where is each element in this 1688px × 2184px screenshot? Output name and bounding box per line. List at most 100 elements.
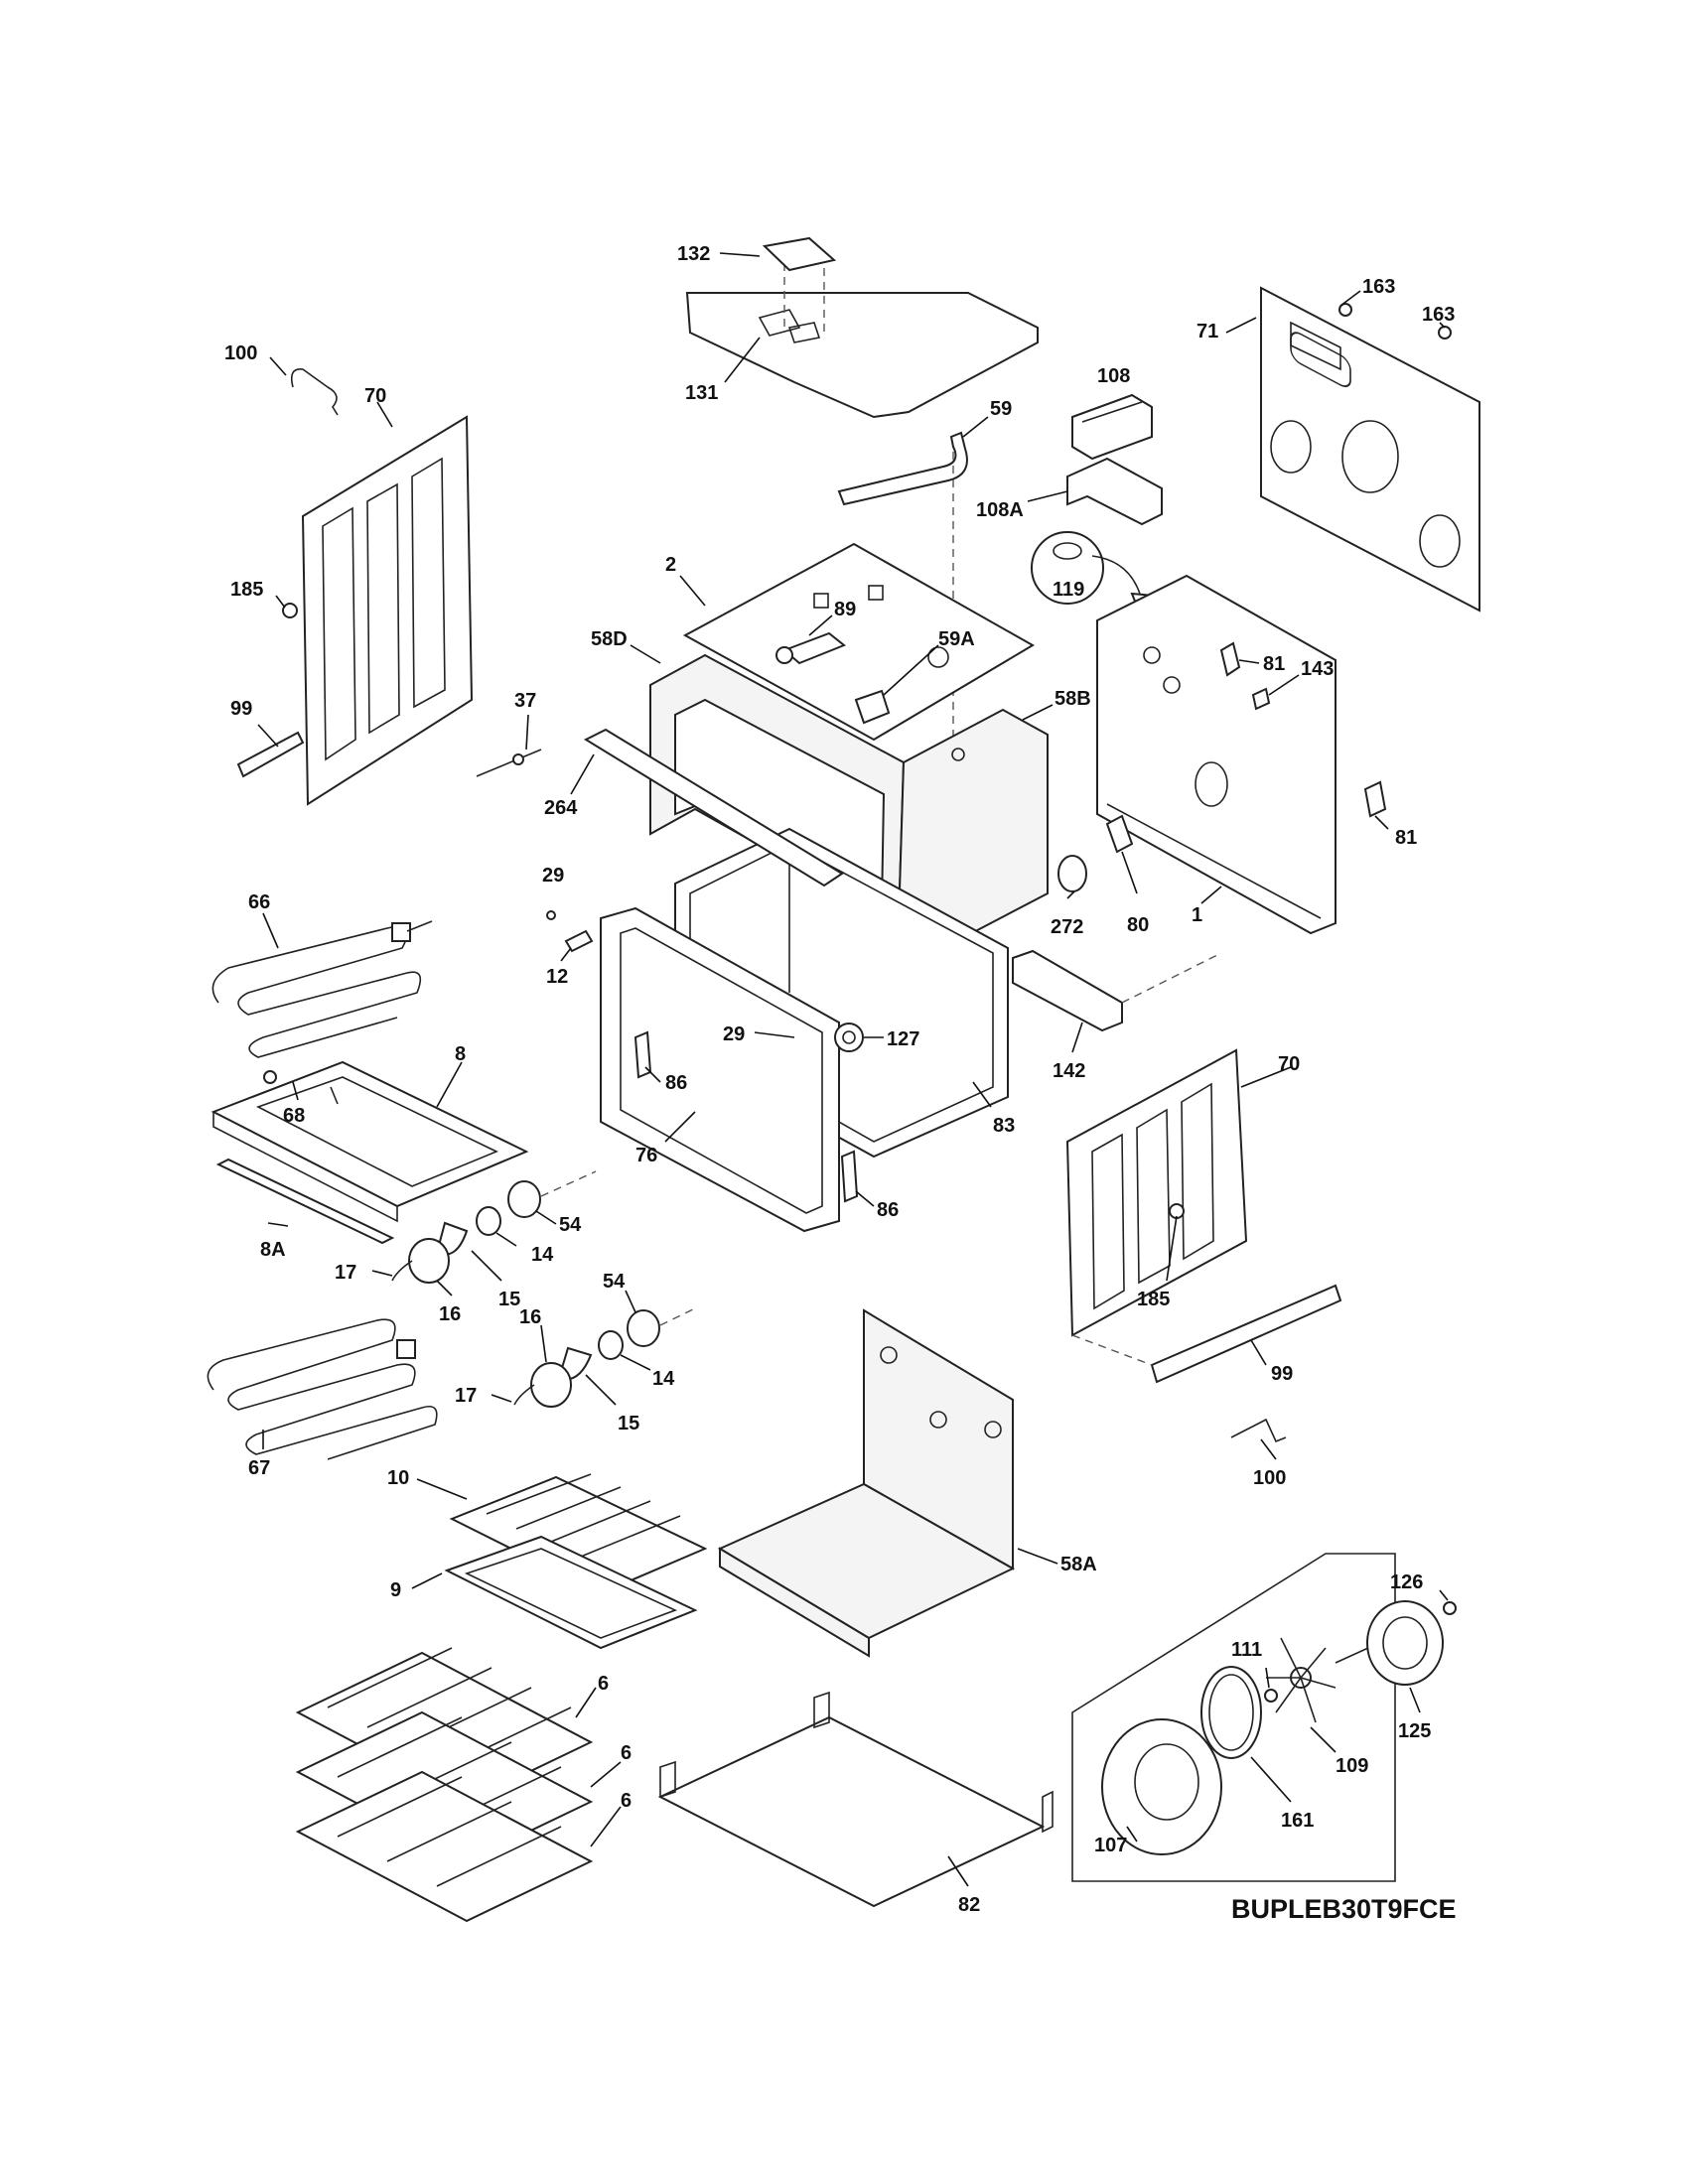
callout-76: 76 (635, 1145, 657, 1166)
callout-15: 15 (618, 1413, 639, 1434)
callout-68: 68 (283, 1105, 305, 1127)
part-top-cover-131 (685, 263, 1039, 419)
callout-2: 2 (665, 554, 676, 576)
callout-163: 163 (1422, 304, 1455, 326)
callout-12: 12 (546, 966, 568, 988)
part-hinge-86-lower (840, 1150, 859, 1203)
callout-86: 86 (877, 1199, 899, 1221)
part-bake-element-67 (207, 1318, 438, 1460)
callout-8: 8 (455, 1043, 466, 1065)
callout-143: 143 (1301, 658, 1334, 680)
part-hanger-100-top (290, 368, 339, 416)
callout-185: 185 (1137, 1289, 1170, 1310)
callout-67: 67 (248, 1457, 270, 1479)
callout-59: 59 (990, 398, 1012, 420)
part-fan-108 (1071, 393, 1153, 461)
callout-86: 86 (665, 1072, 687, 1094)
callout-59a: 59A (938, 628, 975, 650)
callout-66: 66 (248, 891, 270, 913)
callout-264: 264 (544, 797, 578, 819)
callout-99: 99 (1271, 1363, 1293, 1385)
callout-14: 14 (652, 1368, 675, 1390)
part-strip-8a (215, 1158, 395, 1245)
callout-89: 89 (834, 599, 856, 620)
callout-16: 16 (439, 1303, 461, 1325)
part-screw-29 (546, 910, 556, 920)
callout-29: 29 (723, 1024, 745, 1045)
callout-14: 14 (531, 1244, 554, 1266)
callout-99: 99 (230, 698, 252, 720)
callout-58b: 58B (1055, 688, 1091, 710)
part-oven-rack-6-bottom (295, 1770, 594, 1923)
callout-58a: 58A (1060, 1554, 1097, 1575)
callout-163: 163 (1362, 276, 1395, 298)
part-bracket-108a (1066, 457, 1163, 526)
callout-185: 185 (230, 579, 263, 601)
callout-108a: 108A (976, 499, 1024, 521)
callout-111: 111 (1231, 1639, 1262, 1661)
part-clip-68 (263, 1070, 339, 1105)
part-strip-264 (583, 728, 844, 887)
part-side-panel-70-right (1065, 1048, 1248, 1337)
part-side-panel-70-left (282, 415, 474, 806)
part-rail-99-left (236, 731, 305, 778)
part-sensor-37 (476, 749, 542, 777)
callout-100: 100 (224, 342, 257, 364)
part-broil-element-66 (211, 920, 433, 1058)
part-light-assembly-lower (513, 1307, 696, 1408)
callout-83: 83 (993, 1115, 1015, 1137)
callout-142: 142 (1053, 1060, 1085, 1082)
part-vent-142 (1012, 949, 1222, 1032)
part-nut-126 (1443, 1601, 1457, 1615)
part-element-127 (834, 1023, 864, 1052)
callout-1: 1 (1192, 904, 1202, 926)
part-clip-81-top (1219, 641, 1241, 677)
callout-82: 82 (958, 1894, 980, 1916)
callout-54: 54 (603, 1271, 626, 1293)
callout-16: 16 (519, 1306, 541, 1328)
part-nut-111 (1264, 1689, 1278, 1703)
part-fan-blade-109 (1266, 1637, 1336, 1723)
callout-6: 6 (621, 1790, 632, 1812)
callout-127: 127 (887, 1028, 919, 1050)
callout-29: 29 (542, 865, 564, 887)
callout-132: 132 (677, 243, 710, 265)
part-clip-81-right (1363, 780, 1387, 818)
part-back-panel-71 (1260, 286, 1480, 613)
part-rail-99-right (1071, 1284, 1342, 1384)
callout-131: 131 (685, 382, 718, 404)
part-bottom-tray-82 (657, 1691, 1054, 1908)
callout-119: 119 (1053, 579, 1084, 601)
callout-6: 6 (621, 1742, 632, 1764)
callout-10: 10 (387, 1467, 409, 1489)
part-hanger-100-bottom (1230, 1418, 1287, 1443)
part-shield-8 (211, 1060, 529, 1223)
part-clip-12 (564, 929, 594, 953)
part-top-panel-2 (682, 542, 1035, 742)
part-broil-pan-9 (444, 1535, 698, 1650)
callout-272: 272 (1051, 916, 1083, 938)
callout-6: 6 (598, 1673, 609, 1695)
part-control-bracket-1 (1096, 574, 1336, 935)
callout-9: 9 (390, 1579, 401, 1601)
callout-126: 126 (1390, 1571, 1423, 1593)
part-tube-59 (837, 431, 968, 754)
part-motor-125 (1335, 1600, 1444, 1686)
part-bracket-132 (762, 236, 837, 272)
part-plug-272 (1057, 855, 1087, 892)
part-ring-161 (1200, 1666, 1262, 1759)
callout-17: 17 (455, 1385, 477, 1407)
callout-70: 70 (364, 385, 386, 407)
part-insulation-58a (717, 1308, 1016, 1658)
part-fan-cover-107 (1101, 1718, 1222, 1855)
callout-81: 81 (1263, 653, 1285, 675)
part-clip-143 (1251, 687, 1271, 711)
callout-125: 125 (1398, 1720, 1431, 1742)
callout-81: 81 (1395, 827, 1417, 849)
callout-71: 71 (1196, 321, 1218, 342)
callout-58d: 58D (591, 628, 628, 650)
callout-37: 37 (514, 690, 536, 712)
callout-109: 109 (1336, 1755, 1368, 1777)
inset-convection-fan-box (1071, 1553, 1396, 1882)
